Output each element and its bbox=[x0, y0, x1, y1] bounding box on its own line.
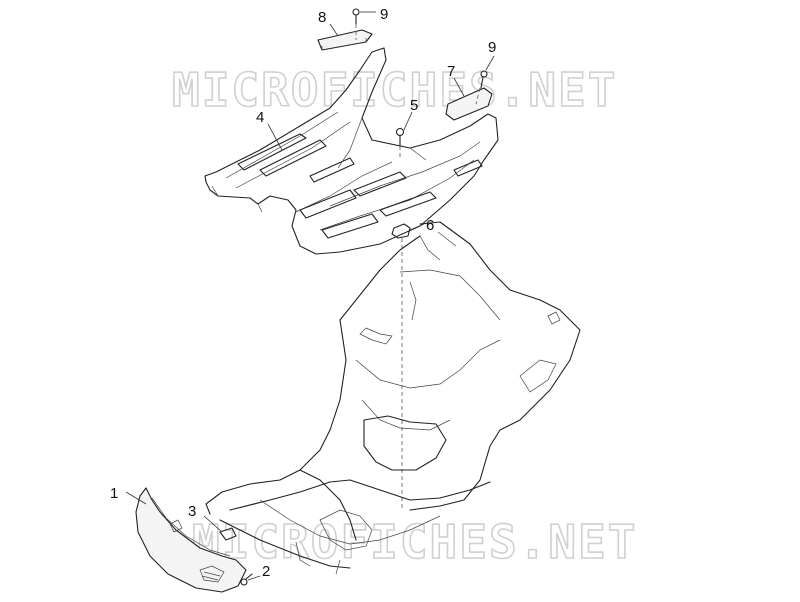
part-8-pad[interactable] bbox=[317, 29, 373, 51]
part-6-clip[interactable] bbox=[391, 223, 411, 508]
part-5-screw[interactable] bbox=[395, 127, 405, 147]
watermark-bottom: MICROFICHES.NET bbox=[192, 515, 637, 569]
scooter-body-frame bbox=[205, 221, 581, 575]
callout-9-top: 9 bbox=[380, 6, 388, 23]
leader-1 bbox=[125, 491, 147, 505]
part-3-clip[interactable] bbox=[219, 527, 237, 541]
callout-5: 5 bbox=[410, 97, 418, 114]
callout-9-right: 9 bbox=[488, 39, 496, 56]
leader-6 bbox=[409, 223, 425, 231]
part-2-screw[interactable] bbox=[240, 573, 253, 586]
part-4-footboard[interactable] bbox=[204, 47, 499, 255]
part-7-pad[interactable] bbox=[445, 87, 493, 121]
callout-6: 6 bbox=[426, 217, 434, 234]
part-1-cover[interactable] bbox=[135, 487, 247, 593]
leader-2 bbox=[247, 575, 261, 581]
leader-8 bbox=[329, 23, 339, 37]
callout-2: 2 bbox=[262, 563, 270, 580]
leader-4 bbox=[267, 123, 283, 151]
callout-8: 8 bbox=[318, 9, 326, 26]
callout-3: 3 bbox=[188, 503, 196, 520]
part-9-screw-top[interactable] bbox=[352, 8, 360, 25]
leader-3 bbox=[203, 515, 223, 533]
leader-7 bbox=[453, 77, 465, 97]
callout-7: 7 bbox=[447, 63, 455, 80]
watermark-top: MICROFICHES.NET bbox=[172, 63, 617, 117]
callout-1: 1 bbox=[110, 485, 118, 502]
leader-5 bbox=[403, 111, 413, 131]
part-9-screw-right[interactable] bbox=[480, 70, 488, 89]
callout-4: 4 bbox=[256, 109, 264, 126]
leader-9b bbox=[485, 55, 495, 71]
